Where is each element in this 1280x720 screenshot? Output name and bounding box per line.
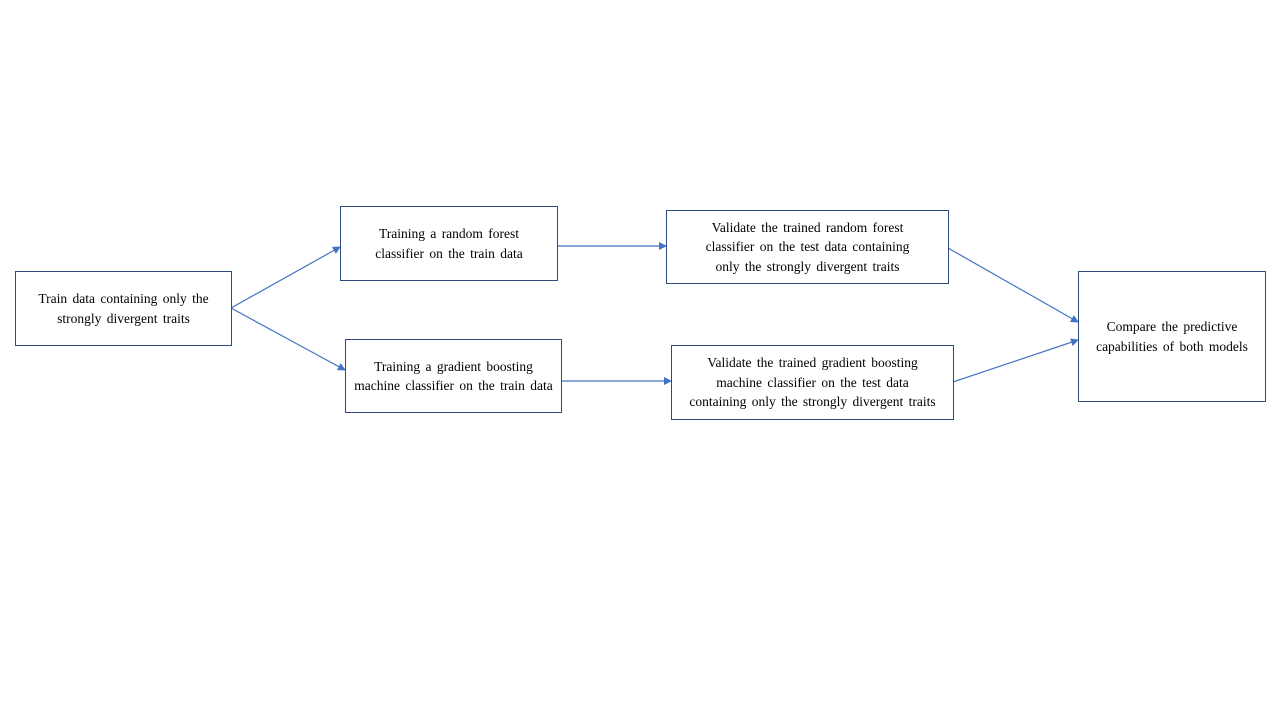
node-train-random-forest: Training a random forest classifier on t… xyxy=(340,206,558,281)
node-validate-random-forest: Validate the trained random forest class… xyxy=(666,210,949,284)
node-train-data-label: Train data containing only the strongly … xyxy=(38,291,209,326)
node-validate-gradient-boosting: Validate the trained gradient boosting m… xyxy=(671,345,954,420)
arrow-validate-rf-to-compare xyxy=(947,247,1079,323)
arrow-train-to-gbm xyxy=(230,307,346,371)
node-train-data: Train data containing only the strongly … xyxy=(15,271,232,346)
node-train-gradient-boosting-label: Training a gradient boosting machine cla… xyxy=(354,358,553,394)
node-validate-random-forest-label: Validate the trained random forest class… xyxy=(705,219,910,274)
node-train-gradient-boosting: Training a gradient boosting machine cla… xyxy=(345,339,562,413)
node-train-random-forest-label: Training a random forest classifier on t… xyxy=(375,226,523,261)
node-compare-models: Compare the predictive capabilities of b… xyxy=(1078,271,1266,402)
arrow-validate-gbm-to-compare xyxy=(952,338,1079,383)
node-validate-gradient-boosting-label: Validate the trained gradient boosting m… xyxy=(689,355,936,410)
node-compare-models-label: Compare the predictive capabilities of b… xyxy=(1096,319,1248,354)
arrow-train-to-rf xyxy=(230,246,341,309)
